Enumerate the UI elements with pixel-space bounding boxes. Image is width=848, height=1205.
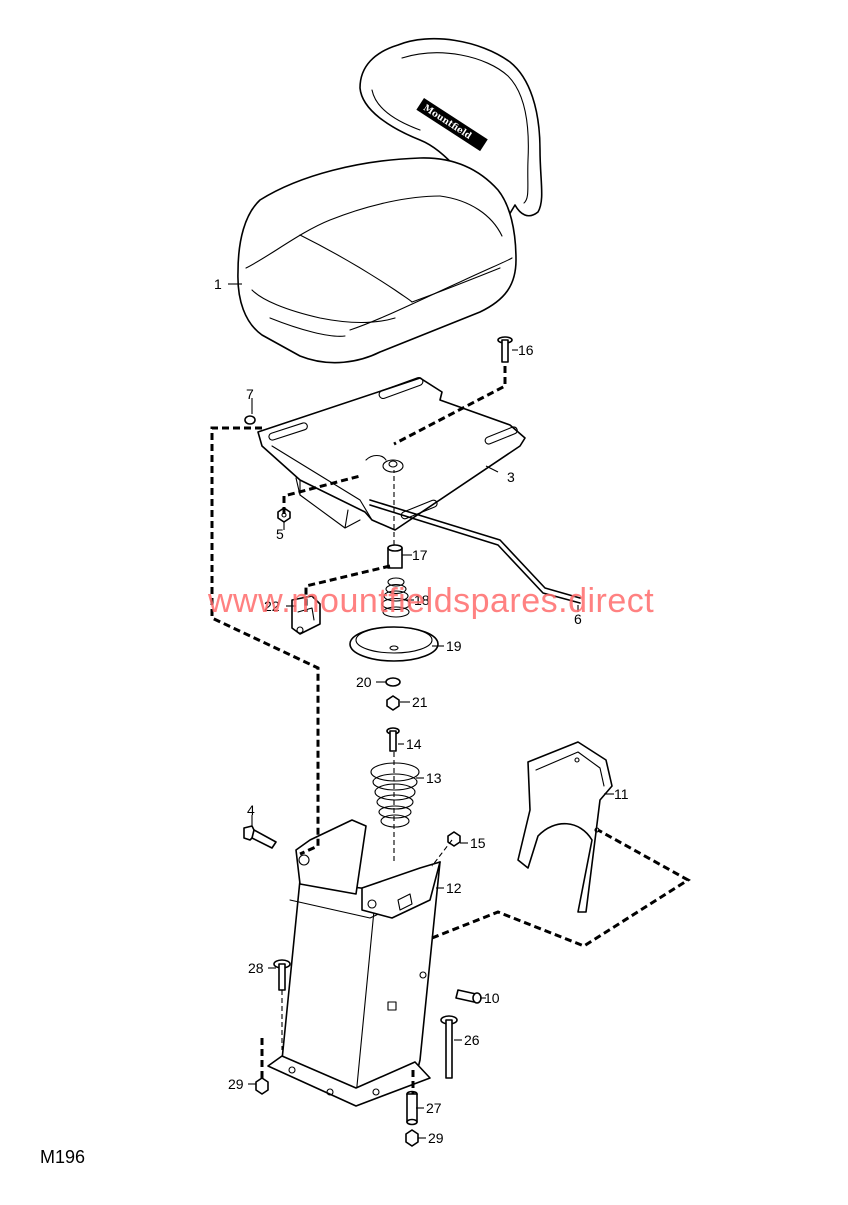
bush-17 — [387, 544, 403, 569]
seat-part: Mountfield — [237, 37, 543, 364]
assembly-lines — [210, 366, 691, 1094]
bolt-10 — [455, 989, 482, 1004]
callout-21: 21 — [412, 694, 428, 710]
callouts: 1 3 4 5 6 7 10 11 12 13 14 15 16 17 18 1… — [214, 276, 629, 1146]
callout-1: 1 — [214, 276, 222, 292]
callout-26: 26 — [464, 1032, 480, 1048]
spacer-27 — [406, 1090, 418, 1126]
nut-29-bottom — [405, 1129, 419, 1147]
callout-17: 17 — [412, 547, 428, 563]
spring-13 — [370, 762, 420, 828]
callout-19: 19 — [446, 638, 462, 654]
latch-22 — [291, 595, 321, 635]
callout-10: 10 — [484, 990, 500, 1006]
callout-11: 11 — [614, 786, 629, 802]
callout-20: 20 — [356, 674, 372, 690]
callout-4: 4 — [247, 802, 255, 818]
callout-15: 15 — [470, 835, 486, 851]
callout-29-bottom: 29 — [428, 1130, 444, 1146]
bolt-4 — [243, 825, 277, 849]
callout-14: 14 — [406, 736, 422, 752]
leader-lines — [228, 283, 614, 1139]
bolt-28 — [273, 959, 291, 991]
callout-3: 3 — [507, 469, 515, 485]
cover-11 — [517, 741, 613, 913]
callout-16: 16 — [518, 342, 534, 358]
plate-19 — [349, 626, 439, 662]
mountfield-badge — [416, 98, 488, 152]
seat-pan-part — [257, 376, 581, 604]
callout-7: 7 — [246, 386, 254, 402]
diagram-code: M196 — [40, 1147, 85, 1167]
seat-post-12 — [267, 819, 441, 1107]
spring-18 — [381, 577, 411, 618]
nut-15 — [447, 831, 461, 847]
callout-13: 13 — [426, 770, 442, 786]
nut-21 — [386, 695, 400, 711]
callout-28: 28 — [248, 960, 264, 976]
bolt-16 — [497, 336, 513, 363]
nut-29-left — [255, 1077, 269, 1095]
bolt-26 — [440, 1015, 458, 1079]
bolt-14 — [386, 727, 400, 752]
callout-5: 5 — [276, 526, 284, 542]
watermark: www.mountfieldspares.direct — [207, 582, 654, 620]
washer-20 — [385, 677, 401, 687]
callout-27: 27 — [426, 1100, 442, 1116]
callout-22: 22 — [264, 598, 280, 614]
washer-7 — [244, 415, 256, 425]
callout-29-left: 29 — [228, 1076, 244, 1092]
callout-12: 12 — [446, 880, 462, 896]
callout-6: 6 — [574, 611, 582, 627]
callout-18: 18 — [414, 592, 430, 608]
